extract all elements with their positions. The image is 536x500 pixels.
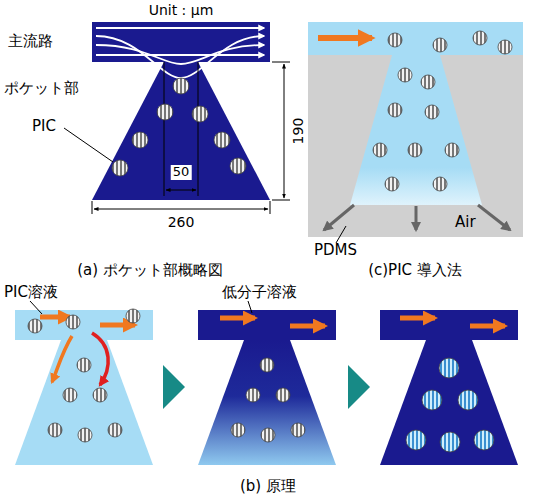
pic-particle <box>66 315 80 329</box>
dimension: 190 <box>290 118 306 145</box>
pic-particle <box>440 432 460 452</box>
pic-particle <box>28 319 42 333</box>
pic-particle <box>474 430 494 450</box>
pic-particle <box>63 388 77 402</box>
pic-particle <box>260 358 274 372</box>
pic-particle <box>276 388 290 402</box>
pic-particle <box>406 430 426 450</box>
pic-particle <box>214 132 230 148</box>
pic-particle <box>93 388 107 402</box>
pic-particle <box>458 390 478 410</box>
pic-particle <box>291 423 305 437</box>
pic-particle <box>108 423 122 437</box>
figure-caption: (a) ポケット部概略図 <box>77 262 223 279</box>
pic-particle <box>425 105 439 119</box>
pic-particle <box>77 358 91 372</box>
pic-particle <box>173 78 189 94</box>
introduction-method <box>308 22 523 243</box>
part-name: PIC <box>32 118 56 135</box>
dimension: 50 <box>171 165 192 180</box>
pic-particle <box>126 309 140 323</box>
pic-particle <box>231 423 245 437</box>
pic-particle <box>388 33 402 47</box>
part-name: PDMS <box>314 242 357 259</box>
dimension: 260 <box>168 214 195 230</box>
pic-particle <box>112 160 128 176</box>
pic-particle <box>230 158 246 174</box>
part-name: PIC溶液 <box>4 284 58 301</box>
pic-particle <box>48 423 62 437</box>
pic-particles <box>28 31 512 452</box>
pic-particle <box>408 143 422 157</box>
pic-particle <box>385 177 399 191</box>
part-name: ポケット部 <box>4 80 79 97</box>
part-name: 低分子溶液 <box>222 284 297 301</box>
pocket-schematic <box>64 22 290 214</box>
pic-particle <box>473 31 487 45</box>
pic-particle <box>422 390 442 410</box>
pic-particle <box>445 143 459 157</box>
pic-particle <box>192 106 208 122</box>
pic-particle <box>261 428 275 442</box>
pic-particle <box>421 75 435 89</box>
pic-particle <box>132 132 148 148</box>
figure-caption: (b) 原理 <box>240 478 296 495</box>
pic-particle <box>373 143 387 157</box>
pic-particle <box>433 177 447 191</box>
pic-particle <box>433 38 447 52</box>
pic-particle <box>388 103 402 117</box>
unit-note: Unit : μm <box>149 2 214 18</box>
part-name: 主流路 <box>8 33 53 50</box>
part-name: Air <box>455 214 476 231</box>
pic-particle <box>78 428 92 442</box>
pic-particle <box>157 104 173 120</box>
principle-steps <box>15 301 518 465</box>
pic-particle <box>498 40 512 54</box>
pic-particle <box>246 388 260 402</box>
pic-particle <box>439 358 459 378</box>
figure-caption: (c)PIC 導入法 <box>368 262 462 279</box>
pic-particle <box>398 68 412 82</box>
